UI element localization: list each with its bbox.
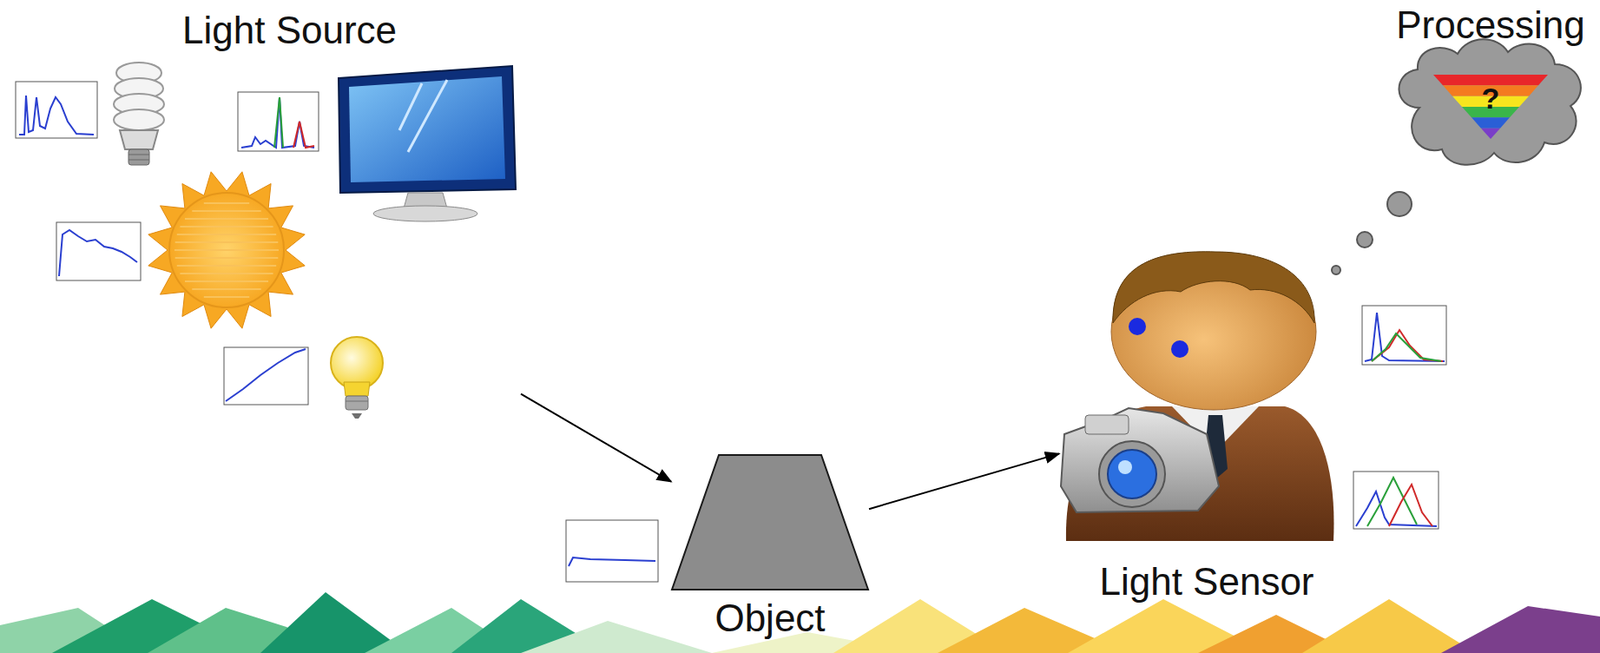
person-with-camera-part	[1128, 317, 1146, 336]
group-title: Light Source	[182, 8, 397, 53]
light-bulb-part	[351, 413, 363, 419]
cfl-bulb-part	[128, 149, 150, 165]
cfl-bulb-part	[128, 154, 150, 156]
light-bulb-part	[345, 401, 369, 402]
arrow	[520, 394, 672, 482]
spectrum-plots-part	[241, 97, 315, 148]
light-bulb-part	[345, 395, 369, 410]
decorative-band-part	[1441, 605, 1600, 653]
spectrum-plots-part	[1389, 484, 1433, 527]
arrow	[869, 453, 1060, 509]
sun-part	[174, 203, 279, 297]
light-source-group: Light Source	[8, 5, 521, 417]
light-bulb-part	[330, 336, 383, 389]
cfl-bulb-part	[113, 109, 165, 131]
spectrum-plots-part	[1356, 491, 1437, 527]
thought-bubbles-part	[1387, 191, 1412, 217]
monitor	[338, 65, 516, 222]
rainbow-band	[1471, 117, 1510, 128]
monitor-part	[348, 76, 506, 183]
object-label: Object	[671, 596, 870, 641]
spectrum-plots-part	[1364, 312, 1445, 362]
thought-bubbles-part	[1331, 265, 1341, 275]
question-mark: ?	[1384, 83, 1597, 113]
sun-part-part	[177, 264, 277, 267]
cfl-bulb-part	[119, 130, 159, 150]
sun-part-part	[204, 202, 250, 205]
person-with-camera-part	[1085, 414, 1129, 435]
sensor-label: Light Sensor	[1059, 559, 1355, 605]
sun-part-part	[174, 249, 279, 251]
decorative-band-part	[520, 620, 712, 653]
person-with-camera-part	[1107, 449, 1157, 499]
spectrum-plots-part	[566, 520, 659, 582]
spectrum-plots-part	[225, 348, 306, 402]
monitor-part	[399, 79, 448, 152]
trapezoid-outline	[671, 454, 870, 593]
thought-bubbles-part	[1356, 231, 1373, 248]
processing-title: Processing	[1384, 3, 1597, 48]
light-bulb-part	[343, 381, 370, 396]
sun-part-part	[184, 217, 269, 220]
rainbow-band	[1481, 128, 1501, 139]
cfl-bulb-part	[128, 159, 150, 161]
spectrum-plots-part	[223, 347, 309, 405]
processing-cloud: Processing?	[1384, 3, 1597, 197]
person-with-camera-part	[1112, 251, 1315, 323]
spectrum-plots-part	[1371, 333, 1442, 362]
spectrum-plots-part	[56, 222, 141, 281]
light-sensor: Light Sensor	[1059, 247, 1355, 608]
sun-part-part	[184, 280, 269, 283]
spectrum-plots-part	[19, 95, 94, 135]
thought-bubbles	[1331, 191, 1412, 275]
sun	[148, 171, 305, 329]
spectrum-plots-part	[59, 230, 138, 277]
sun-part	[169, 192, 284, 308]
spectrum-plots-part	[15, 81, 98, 139]
sun-part-part	[177, 233, 277, 236]
sun-part-part	[175, 256, 279, 259]
spectrum-plots-part	[293, 121, 315, 148]
spectrum-plots-part	[1353, 471, 1439, 529]
person-with-camera	[1060, 251, 1335, 541]
sun-part	[148, 171, 305, 329]
monitor-part	[373, 205, 478, 222]
sun-part-part	[179, 225, 273, 228]
sun-part-part	[191, 288, 261, 290]
sun-part-part	[191, 210, 261, 212]
monitor-part	[338, 65, 516, 193]
spectrum-plots-part	[1362, 305, 1447, 365]
person-with-camera-part	[1171, 340, 1189, 358]
person-with-camera-part	[1118, 460, 1133, 475]
spectrum-plots-part	[237, 92, 319, 152]
sun-part-part	[204, 296, 250, 298]
decorative-band-part	[1302, 599, 1476, 653]
person-with-camera-part	[1099, 441, 1166, 507]
person-with-camera-part	[1060, 408, 1219, 513]
spectrum-plots-part	[568, 557, 656, 567]
sun-part-part	[175, 241, 279, 244]
cfl-bulb	[113, 62, 165, 165]
trapezoid	[671, 454, 869, 590]
decorative-band	[0, 592, 1600, 653]
light-bulb	[330, 336, 383, 419]
sun-part-part	[179, 272, 273, 275]
spectrum-plots-part	[274, 97, 284, 148]
spectrum-plots-part	[1371, 329, 1443, 362]
object-shape: Object	[671, 454, 870, 647]
